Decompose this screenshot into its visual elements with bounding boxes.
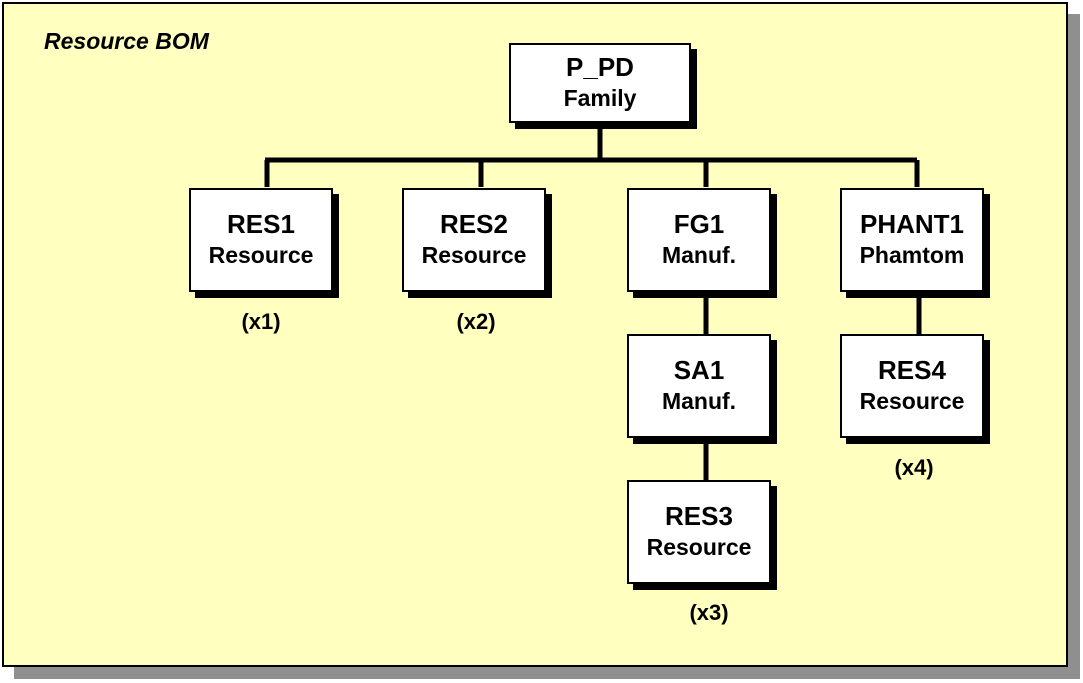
node-phant1: PHANT1 Phamtom [840,188,984,292]
node-name: P_PD [566,52,634,82]
node-type: Resource [208,242,314,268]
node-res1: RES1 Resource [189,188,333,292]
node-type: Family [563,85,637,111]
node-type: Resource [646,534,752,560]
node-type: Resource [421,242,527,268]
node-name: SA1 [673,355,725,385]
node-p-pd: P_PD Family [509,43,691,123]
diagram-title: Resource BOM [44,28,209,54]
qty-res4: (x4) [894,455,934,480]
qty-res3: (x3) [689,600,729,625]
node-res4: RES4 Resource [840,334,984,438]
node-name: FG1 [673,209,725,239]
node-name: PHANT1 [859,209,964,239]
node-res3: RES3 Resource [627,480,771,584]
node-name: RES4 [878,355,946,385]
node-type: Manuf. [661,242,737,268]
node-sa1: SA1 Manuf. [627,334,771,438]
node-name: RES3 [665,501,733,531]
node-type: Manuf. [661,388,737,414]
qty-res2: (x2) [456,309,496,334]
node-fg1: FG1 Manuf. [627,188,771,292]
qty-res1: (x1) [241,309,281,334]
node-name: RES1 [227,209,295,239]
node-res2: RES2 Resource [402,188,546,292]
node-type: Phamtom [859,242,965,268]
node-type: Resource [859,388,965,414]
node-name: RES2 [440,209,508,239]
